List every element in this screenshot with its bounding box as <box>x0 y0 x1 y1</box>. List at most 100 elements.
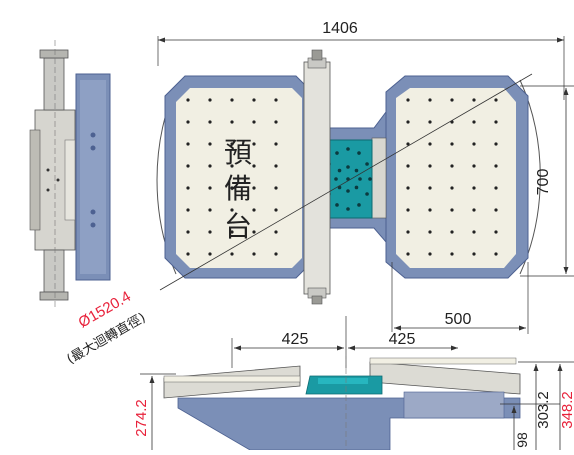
hole <box>428 98 432 102</box>
hole <box>252 186 256 190</box>
index-hole <box>334 177 338 181</box>
hole <box>208 186 212 190</box>
hole <box>428 142 432 146</box>
dimension-height-left: 274.2 <box>133 373 176 450</box>
hole <box>428 164 432 168</box>
dimension-swing-diameter: Ø1520.4 (最大迴轉直徑) <box>65 288 149 367</box>
index-hole <box>346 189 350 193</box>
hole <box>186 142 190 146</box>
height-right-a-label: 303.2 <box>535 391 552 429</box>
hole <box>252 98 256 102</box>
hole <box>252 208 256 212</box>
front-view <box>163 350 521 451</box>
hole <box>208 252 212 256</box>
hole <box>494 98 498 102</box>
hole <box>186 186 190 190</box>
hole <box>274 164 278 168</box>
hole <box>472 208 476 212</box>
index-hole <box>365 162 369 166</box>
hole <box>208 142 212 146</box>
hole <box>252 164 256 168</box>
hole <box>274 208 278 212</box>
hole <box>274 98 278 102</box>
side-view-left <box>29 40 111 310</box>
hole <box>428 230 432 234</box>
index-hole <box>346 165 350 169</box>
hole <box>494 164 498 168</box>
hole <box>450 142 454 146</box>
hole <box>186 98 190 102</box>
index-hole <box>357 151 361 155</box>
hole <box>208 208 212 212</box>
hole <box>406 208 410 212</box>
hole <box>406 186 410 190</box>
hole <box>494 208 498 212</box>
index-hole <box>365 192 369 196</box>
hole <box>274 230 278 234</box>
hole <box>230 230 234 234</box>
hole <box>406 252 410 256</box>
hole <box>494 186 498 190</box>
dimension-height-right: 303.2 348.2 98 <box>500 361 574 450</box>
hole <box>406 120 410 124</box>
height-small-label: 98 <box>514 432 530 448</box>
height-right-b-label: 348.2 <box>559 391 574 429</box>
hole <box>472 120 476 124</box>
offset-right-label: 425 <box>389 331 416 348</box>
hole <box>208 98 212 102</box>
hole <box>428 208 432 212</box>
hole <box>472 230 476 234</box>
hole <box>230 164 234 168</box>
index-hole <box>335 151 339 155</box>
hole <box>494 252 498 256</box>
hole <box>230 252 234 256</box>
hole <box>208 120 212 124</box>
hole <box>406 142 410 146</box>
hole <box>406 230 410 234</box>
hole <box>230 120 234 124</box>
hole <box>428 120 432 124</box>
index-hole <box>346 207 350 211</box>
hole <box>230 186 234 190</box>
index-hole <box>346 147 350 151</box>
index-hole <box>337 168 342 173</box>
hole <box>230 208 234 212</box>
hole <box>252 252 256 256</box>
dimension-depth: 700 <box>520 85 574 277</box>
hole <box>472 164 476 168</box>
hole <box>186 230 190 234</box>
pallet-plate-right <box>396 88 516 268</box>
hole <box>252 142 256 146</box>
hole <box>450 230 454 234</box>
hole <box>186 208 190 212</box>
hole <box>472 186 476 190</box>
depth-label: 700 <box>535 169 552 196</box>
hole <box>472 252 476 256</box>
hole <box>230 98 234 102</box>
hole <box>472 98 476 102</box>
pallet-label-2: 備 <box>224 172 252 205</box>
hole <box>450 208 454 212</box>
hole <box>274 142 278 146</box>
height-left-label: 274.2 <box>133 399 150 437</box>
hole <box>274 186 278 190</box>
hole <box>186 120 190 124</box>
index-hole <box>358 177 362 181</box>
hole <box>274 120 278 124</box>
pallet-plate-left <box>176 88 302 268</box>
hole <box>406 98 410 102</box>
hole <box>186 164 190 168</box>
hole <box>406 164 410 168</box>
hole <box>274 252 278 256</box>
index-hole <box>357 203 361 207</box>
hole <box>450 252 454 256</box>
dimension-pallet-width: 500 <box>391 262 529 334</box>
hole <box>450 164 454 168</box>
hole <box>428 252 432 256</box>
hole <box>252 120 256 124</box>
hole <box>252 230 256 234</box>
index-hole <box>368 177 372 181</box>
hole <box>208 164 212 168</box>
